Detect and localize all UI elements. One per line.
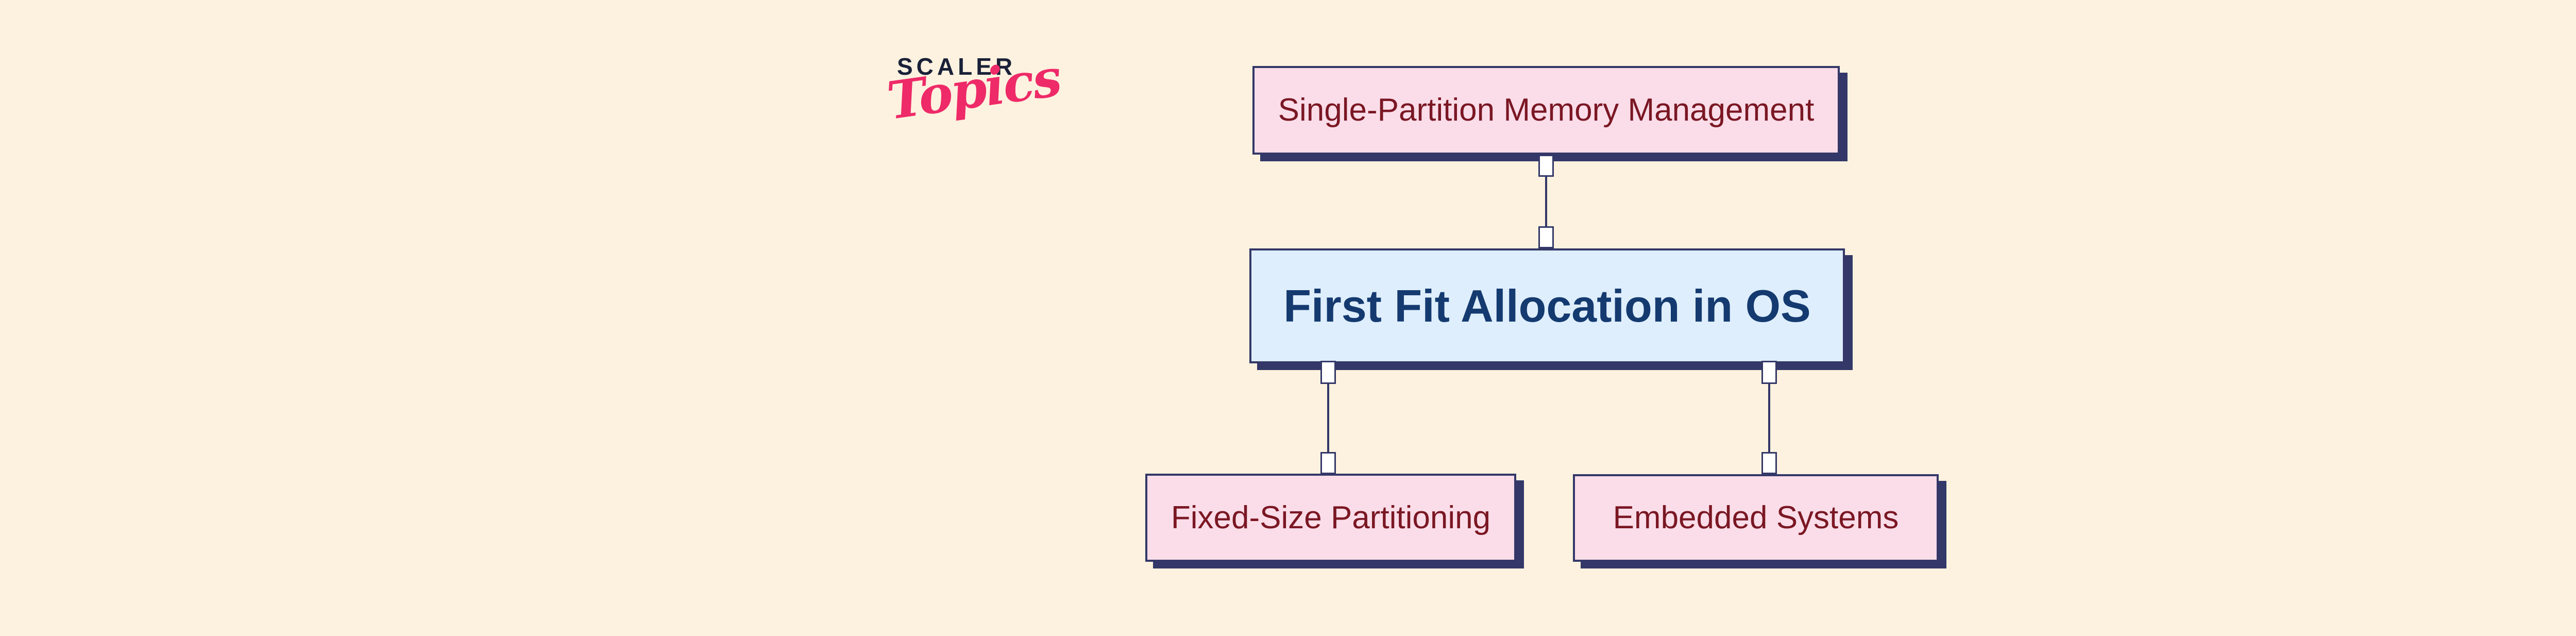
edge-central-to-fixed-size (1327, 362, 1329, 474)
edge-connector-pin (1538, 226, 1554, 248)
logo-brand-text: SCALER (897, 53, 1016, 80)
scaler-topics-logo: SCALER Topics (878, 47, 1064, 158)
edge-connector-pin (1761, 361, 1777, 384)
node-first-fit-allocation-in-os: First Fit Allocation in OS (1249, 248, 1845, 363)
edge-connector-pin (1320, 361, 1336, 384)
node-label: Single-Partition Memory Management (1278, 92, 1815, 128)
node-label: Fixed-Size Partitioning (1171, 499, 1491, 535)
node-label: First Fit Allocation in OS (1283, 280, 1811, 331)
node-embedded-systems: Embedded Systems (1573, 474, 1939, 562)
edge-central-to-embedded (1768, 362, 1770, 474)
edge-connector-pin (1761, 452, 1777, 474)
node-fixed-size-partitioning: Fixed-Size Partitioning (1145, 474, 1516, 562)
edge-connector-pin (1538, 155, 1554, 177)
edge-connector-pin (1320, 452, 1336, 474)
node-single-partition-memory-management: Single-Partition Memory Management (1252, 66, 1840, 155)
node-label: Embedded Systems (1613, 500, 1899, 535)
edge-parent-to-central (1545, 155, 1547, 248)
